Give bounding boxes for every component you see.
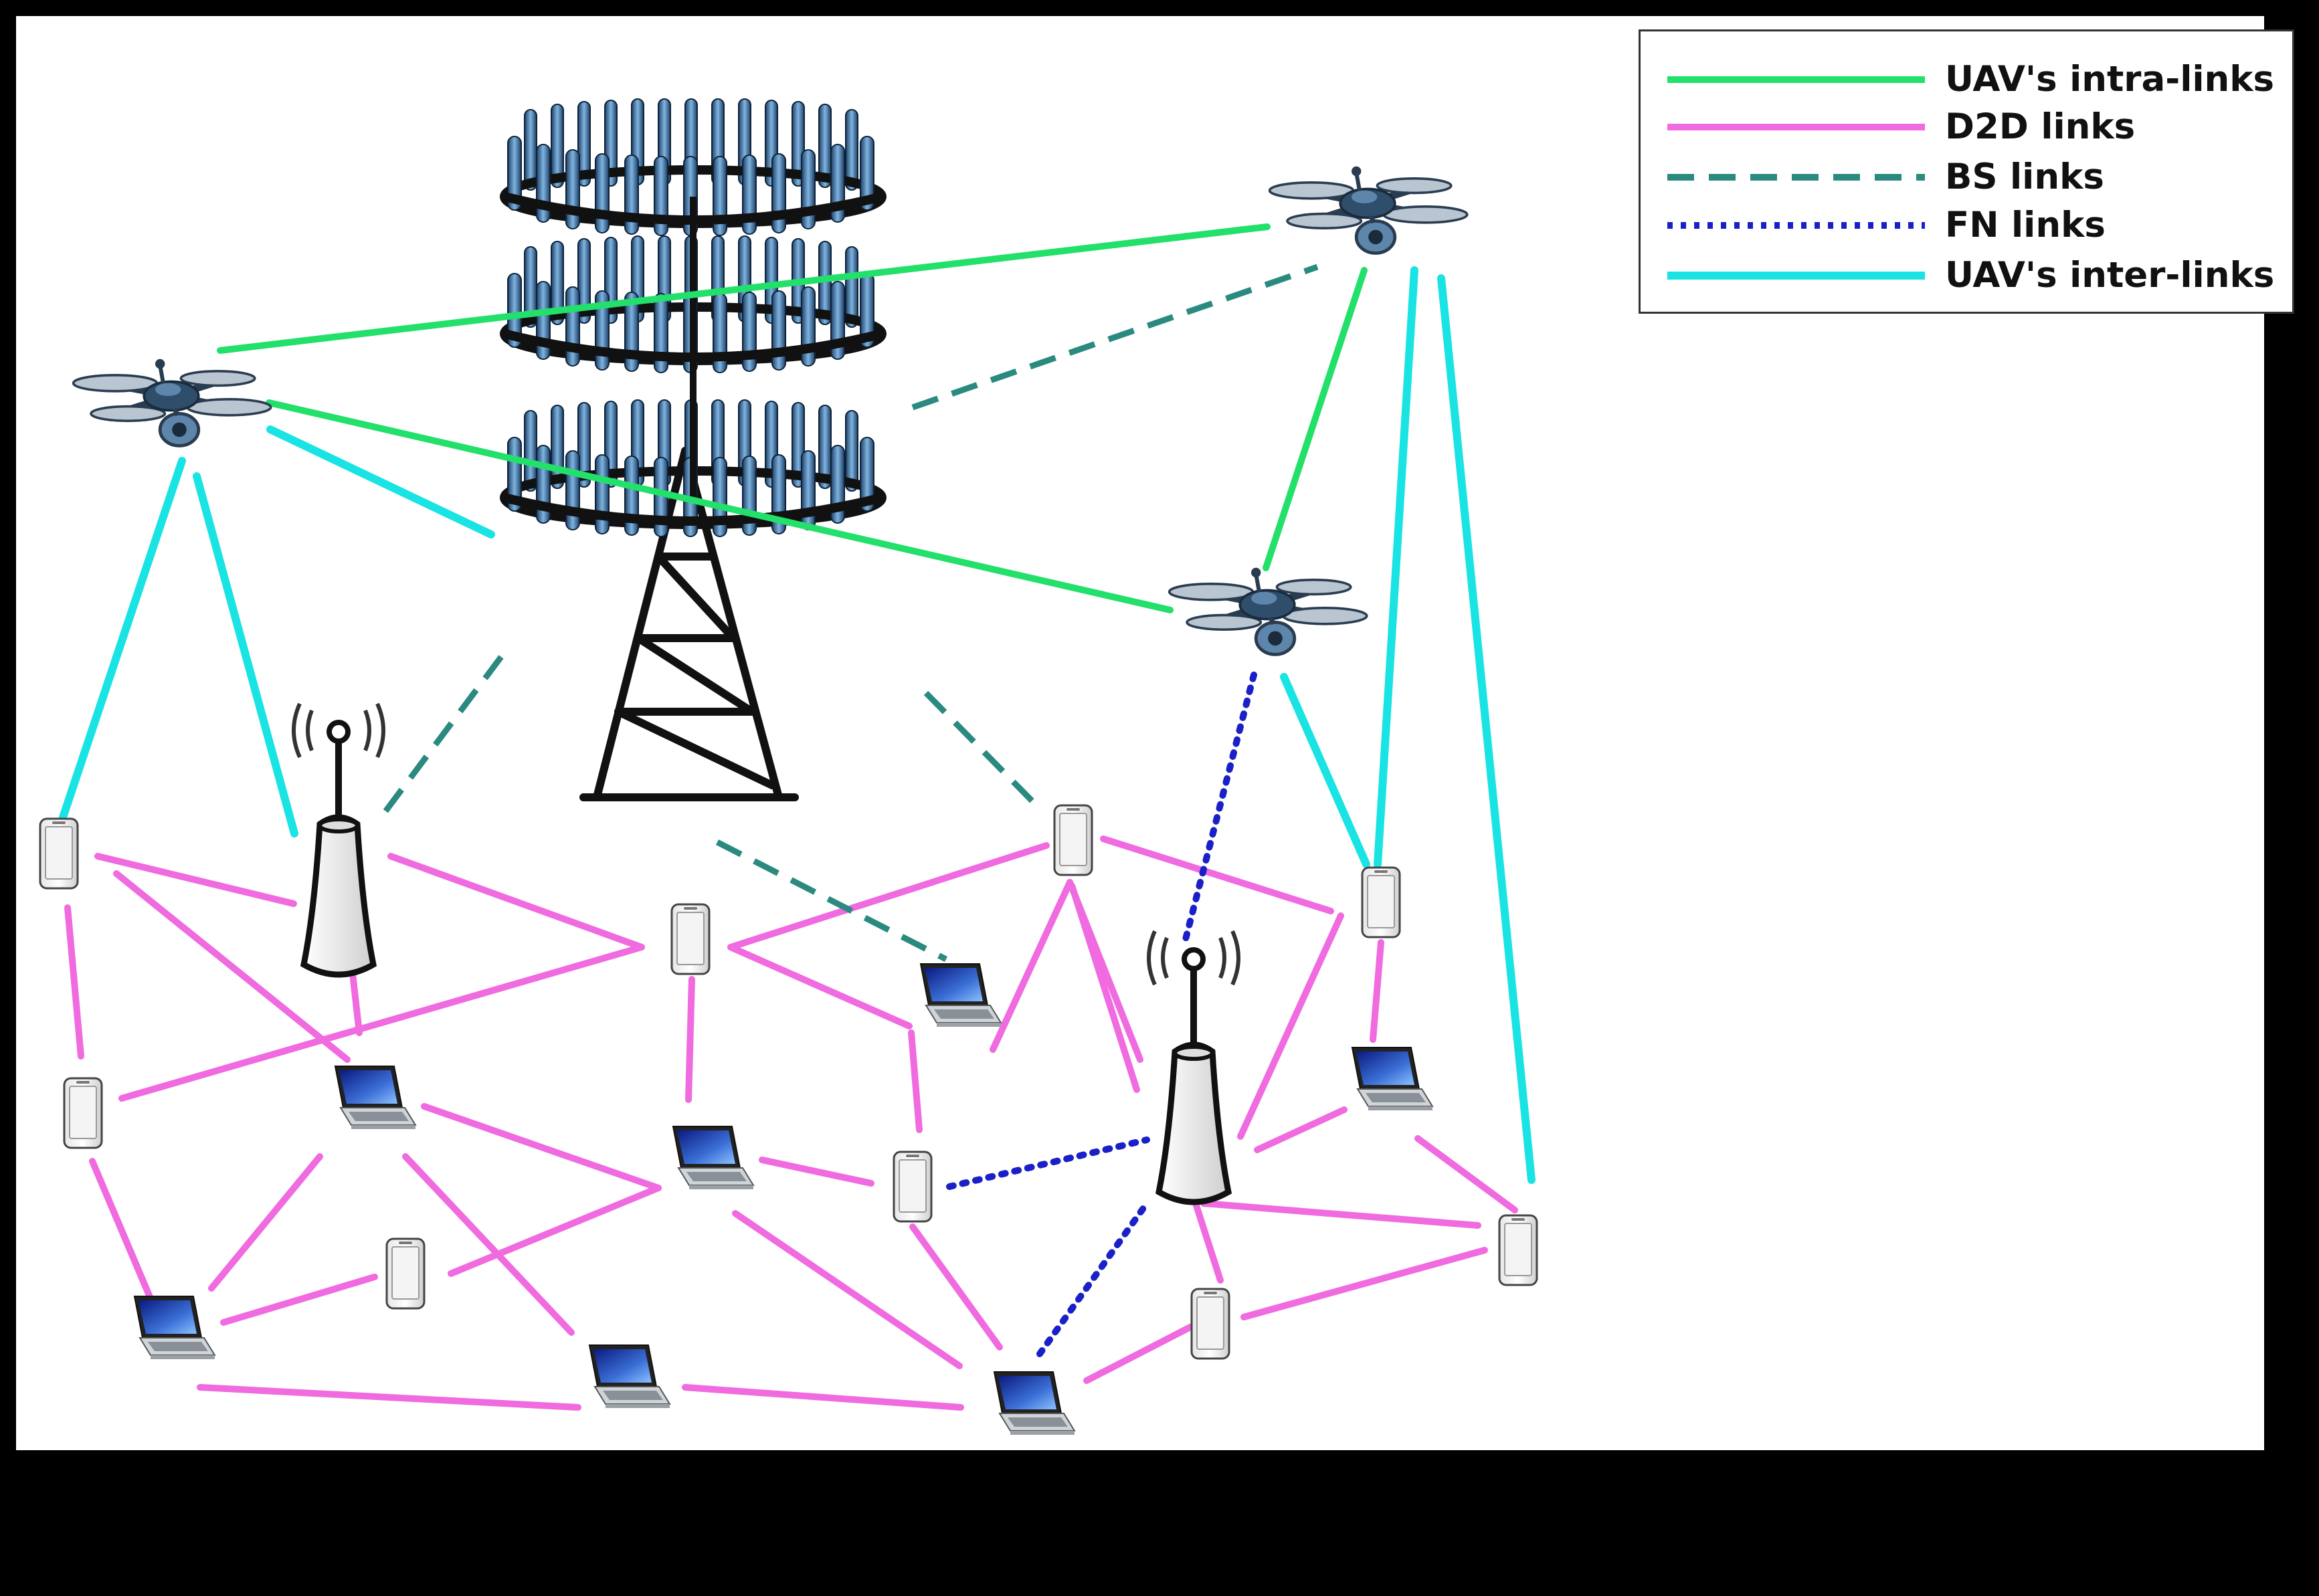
laptop-icon [994,1371,1075,1435]
legend: UAV's intra-links D2D links BS links FN … [1639,29,2294,314]
smartphone-icon [670,903,711,975]
drone-icon [1170,568,1367,655]
legend-item-fn-links: FN links [1641,202,2292,249]
smartphone-icon [1361,866,1401,938]
legend-swatch-d2d [1667,124,1925,130]
legend-label: D2D links [1945,106,2136,147]
smartphone-icon [385,1237,426,1310]
cell-tower-icon [500,98,887,536]
smartphone-icon [1498,1214,1538,1286]
legend-label: BS links [1945,157,2104,197]
laptop-icon [920,963,1002,1027]
laptop-icon [589,1344,670,1409]
fn-links [946,672,1257,1357]
base-station [500,98,887,801]
legend-swatch-fn [1667,222,1925,229]
laptop-icon [335,1066,416,1130]
smartphone-icon [39,817,79,890]
uav-intra-links [217,223,1368,613]
laptop-icon [134,1296,215,1360]
legend-item-bs-links: BS links [1641,154,2292,201]
fog-node-antenna-icon [294,704,383,975]
smartphone-icon [63,1077,103,1149]
legend-item-uav-intra-links: UAV's intra-links [1641,56,2292,103]
legend-label: FN links [1945,205,2106,245]
legend-swatch-uav-inter [1667,272,1925,280]
legend-item-d2d-links: D2D links [1641,104,2292,151]
uav-inter-links [59,266,1536,1184]
laptop-icon [672,1126,754,1190]
laptop-icon [1352,1047,1433,1111]
drone-icon [1270,167,1467,254]
legend-label: UAV's intra-links [1945,59,2275,100]
smartphone-icon [893,1151,933,1223]
fog-node-antenna-icon [1149,931,1238,1202]
smartphone-icon [1053,804,1093,876]
legend-label: UAV's inter-links [1945,255,2275,296]
diagram-frame: UAV's intra-links D2D links BS links FN … [16,16,2294,1450]
legend-swatch-uav-intra [1667,76,1925,83]
legend-item-uav-inter-links: UAV's inter-links [1641,252,2292,299]
bs-links [375,264,1319,963]
smartphone-icon [1190,1288,1230,1360]
drone-icon [74,359,271,446]
network-diagram [39,98,1538,1435]
legend-swatch-bs [1667,174,1925,181]
d2d-links [64,835,1518,1411]
